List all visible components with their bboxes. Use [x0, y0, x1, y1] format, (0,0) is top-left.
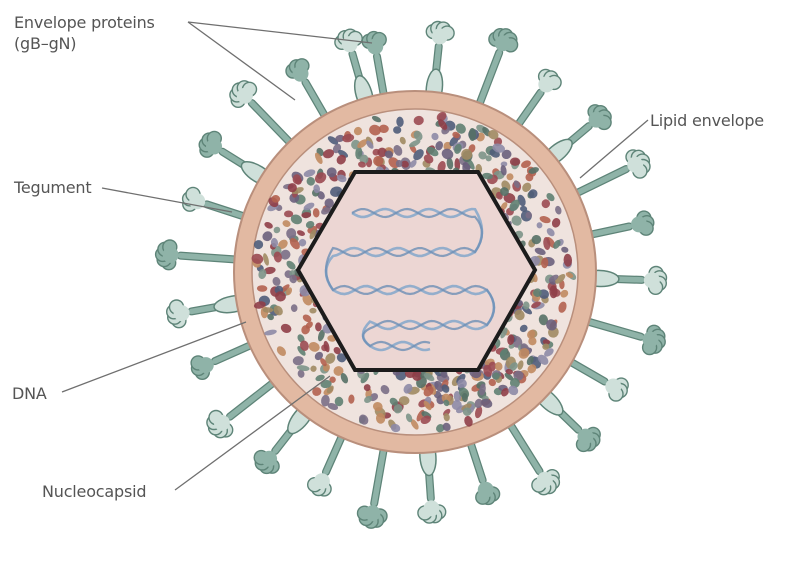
dna-helix	[324, 207, 496, 352]
label-dna: DNA	[12, 384, 47, 403]
glycoprotein-spike	[190, 335, 267, 380]
label-envelope-proteins-sub: (gB–gN)	[14, 34, 77, 53]
label-tegument: Tegument	[14, 178, 92, 197]
glycoprotein-spike	[571, 314, 666, 356]
label-envelope-proteins: Envelope proteins	[14, 13, 155, 32]
label-nucleocapsid: Nucleocapsid	[42, 482, 147, 501]
leader-lines	[61, 21, 649, 491]
glycoprotein-spike	[229, 80, 303, 156]
label-lipid-envelope: Lipid envelope	[650, 111, 764, 130]
